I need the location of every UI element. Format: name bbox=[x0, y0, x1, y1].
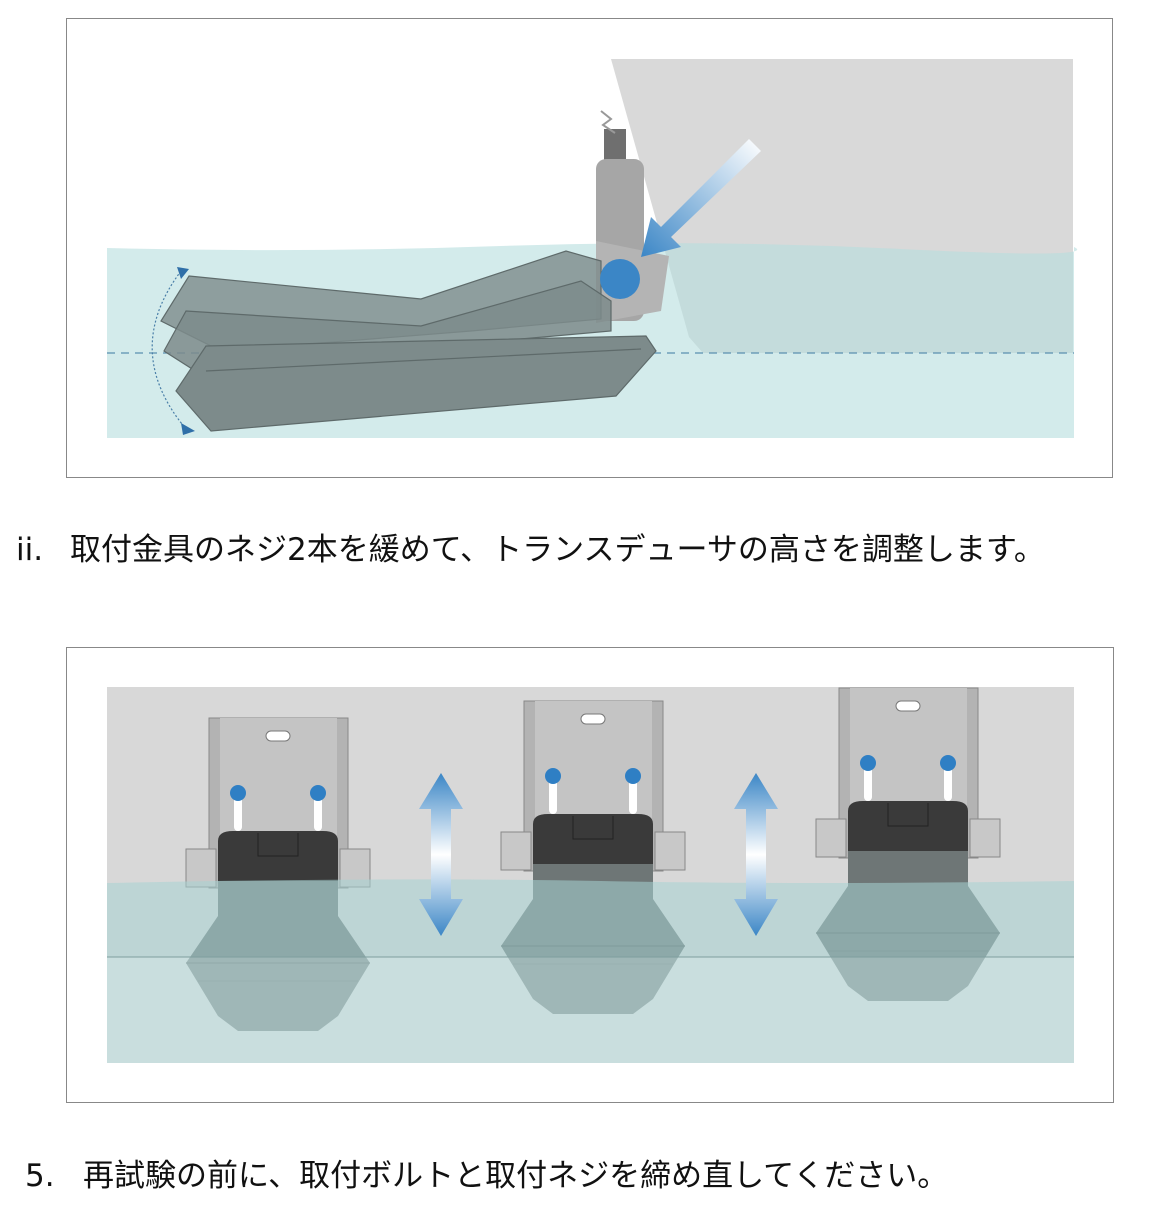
step-text: 取付金具のネジ2本を緩めて、トランスデューサの高さを調整します。 bbox=[70, 532, 1045, 568]
figure-transducer-angle bbox=[66, 18, 1113, 478]
water-lower bbox=[107, 957, 1074, 1063]
step-5: 5. 再試験の前に、取付ボルトと取付ネジを締め直してください。 bbox=[25, 1150, 948, 1195]
water-upper bbox=[107, 879, 1074, 957]
transducer-angle-illustration bbox=[107, 59, 1078, 438]
pivot-bolt bbox=[600, 259, 640, 299]
transducer-positions bbox=[160, 250, 657, 432]
transducer-height-illustration bbox=[107, 687, 1074, 1063]
step-ii: ii. 取付金具のネジ2本を緩めて、トランスデューサの高さを調整します。 bbox=[16, 524, 1045, 569]
up-down-arrow-2 bbox=[734, 773, 778, 936]
step-number: 5. bbox=[25, 1158, 55, 1194]
step-text: 再試験の前に、取付ボルトと取付ネジを締め直してください。 bbox=[83, 1158, 949, 1194]
figure-transducer-height bbox=[66, 647, 1114, 1103]
direction-arrow bbox=[641, 139, 761, 257]
up-down-arrow-1 bbox=[419, 773, 463, 936]
step-number: ii. bbox=[16, 532, 44, 568]
